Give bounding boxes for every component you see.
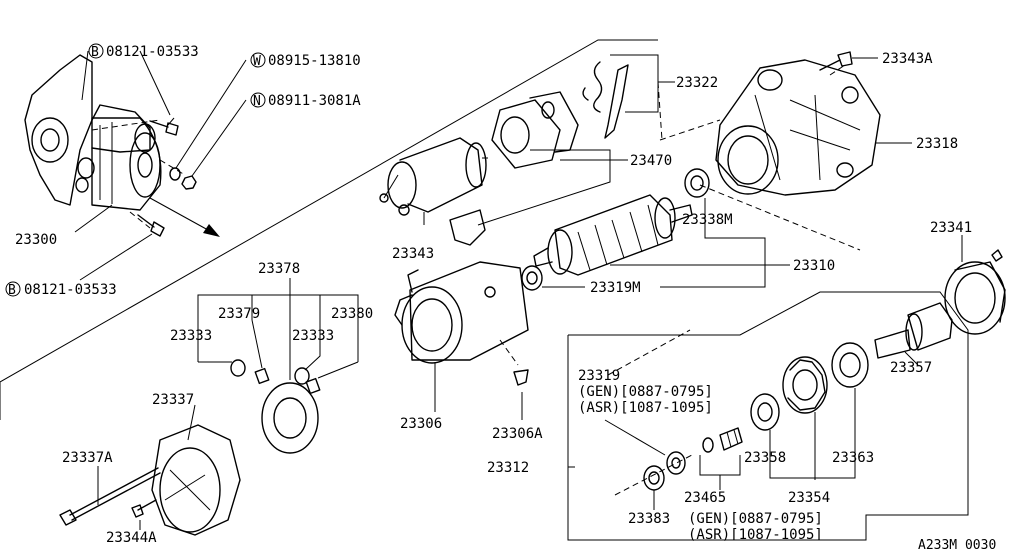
circle-code-w1: W: [253, 54, 261, 69]
pinion-gear-part: [782, 356, 828, 480]
label-23337a: 23337A: [62, 450, 113, 466]
label-23343a: 23343A: [882, 51, 933, 67]
label-23378: 23378: [258, 261, 300, 277]
label-23465: 23465: [684, 490, 726, 506]
label-asr2: (ASR)[1087-1095]: [688, 527, 823, 543]
label-23322: 23322: [676, 75, 718, 91]
label-n1: 08911-3081A: [268, 93, 361, 109]
end-cover-part: [151, 404, 241, 536]
pinion-shaft-part: [874, 302, 953, 366]
label-23341: 23341: [930, 220, 972, 236]
circle-code-b2: B: [8, 283, 16, 298]
yoke-part: [394, 261, 529, 412]
small-parts-23465: [699, 427, 743, 490]
label-b2: 08121-03533: [24, 282, 117, 298]
circle-code-b1: B: [91, 45, 99, 60]
section-boundary: [0, 39, 658, 420]
label-23319: 23319: [578, 368, 620, 384]
circle-code-n1: N: [253, 94, 261, 109]
label-23337: 23337: [152, 392, 194, 408]
label-23344a: 23344A: [106, 530, 157, 546]
label-23333-left: 23333: [170, 328, 212, 344]
label-w1: 08915-13810: [268, 53, 361, 69]
label-gen1: (GEN)[0887-0795]: [578, 384, 713, 400]
leaders-top-left: [74, 50, 247, 281]
screw-23306a: [513, 369, 529, 420]
drive-lever-part: [582, 61, 629, 139]
brush-holder-piece: [449, 209, 486, 246]
label-23333-right: 23333: [292, 328, 334, 344]
leader-23322: [610, 54, 675, 141]
label-23306: 23306: [400, 416, 442, 432]
label-23343: 23343: [392, 246, 434, 262]
rear-housing-part: [659, 51, 881, 251]
label-23306a: 23306A: [492, 426, 543, 442]
solenoid-part: [379, 137, 488, 225]
label-23379: 23379: [218, 306, 260, 322]
starter-assembly-drawing: [24, 54, 220, 237]
label-23319m: 23319M: [590, 280, 641, 296]
label-b1: 08121-03533: [106, 44, 199, 60]
bearing-23363: [831, 342, 869, 445]
plate-part: [491, 91, 579, 169]
label-asr1: (ASR)[1087-1095]: [578, 400, 713, 416]
label-gen2: (GEN)[0887-0795]: [688, 511, 823, 527]
diagram-code: A233M 0030: [918, 538, 996, 553]
leaders-23318: [852, 57, 912, 144]
label-23310: 23310: [793, 258, 835, 274]
through-bolt-part: [59, 466, 161, 526]
gear-assembly-frame: [567, 291, 969, 541]
label-23358: 23358: [744, 450, 786, 466]
bearing-23338m: [660, 168, 766, 288]
gear-housing-part: [944, 235, 1006, 335]
label-23380: 23380: [331, 306, 373, 322]
label-23383: 23383: [628, 511, 670, 527]
label-23470: 23470: [630, 153, 672, 169]
screw-23344a: [131, 499, 157, 530]
label-23338m: 23338M: [682, 212, 733, 228]
leader-23470: [477, 149, 628, 226]
bearing-23319m: [521, 265, 585, 291]
label-23300: 23300: [15, 232, 57, 248]
part-labels: B 08121-03533 W 08915-13810 N 08911-3081…: [5, 43, 996, 553]
label-23312: 23312: [487, 460, 529, 476]
label-23357: 23357: [890, 360, 932, 376]
brush-holder-group: [197, 278, 359, 454]
label-23318: 23318: [916, 136, 958, 152]
label-23363: 23363: [832, 450, 874, 466]
bearing-23358: [750, 393, 856, 479]
armature-part: [533, 194, 790, 276]
bearing-23319: [604, 419, 686, 510]
label-23354: 23354: [788, 490, 830, 506]
